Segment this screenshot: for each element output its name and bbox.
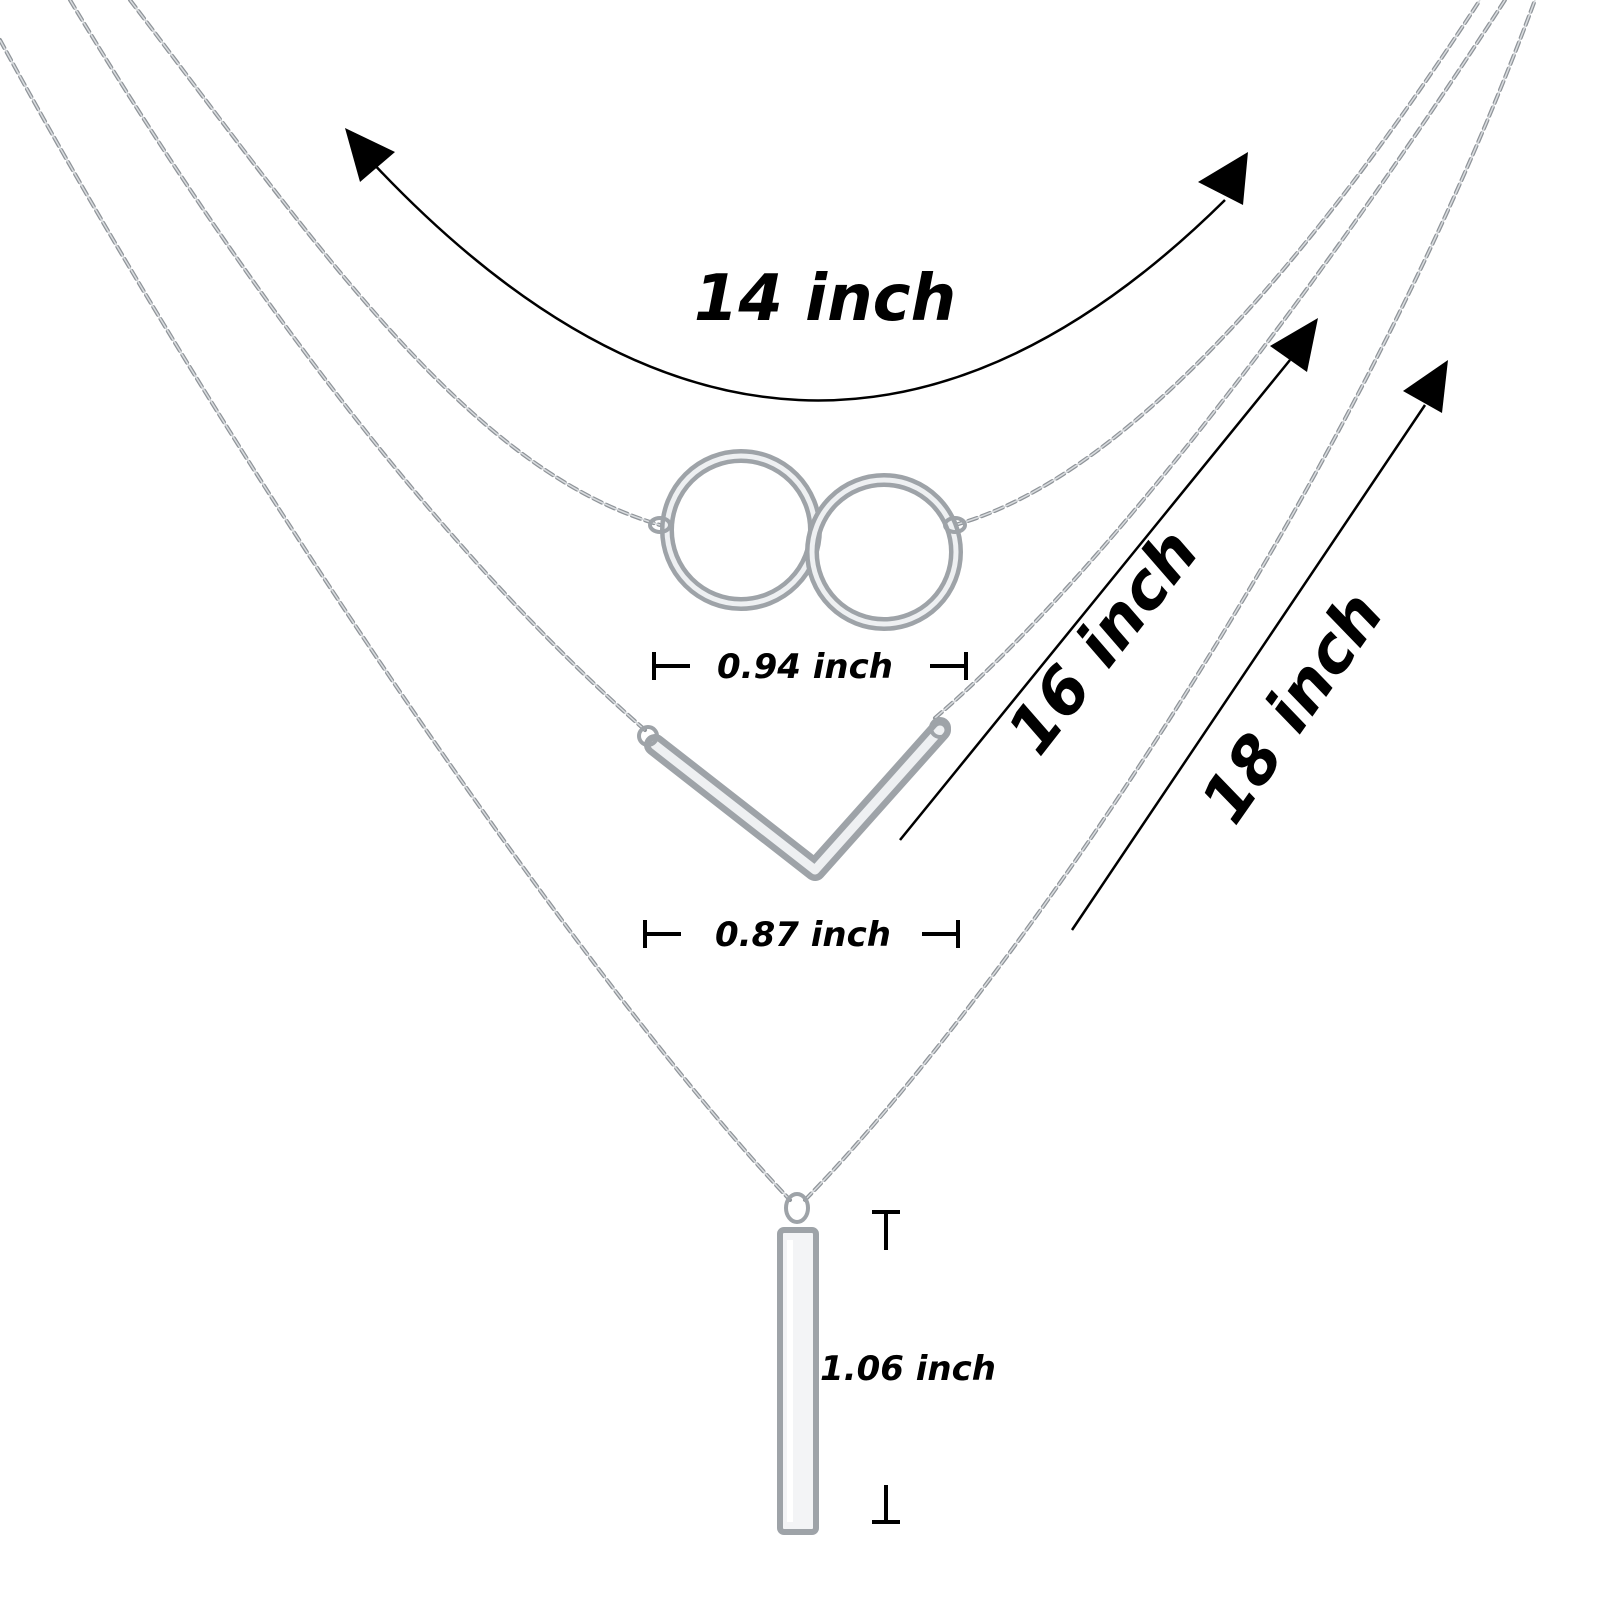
chevron-pendant [637, 717, 951, 881]
pendant-size-label-circles: 0.94 inch [717, 647, 893, 687]
length-label-14: 14 inch [694, 262, 956, 336]
arrow-head-icon [1403, 360, 1448, 413]
length-label-18: 18 inch [1187, 579, 1398, 836]
arrow-head-icon [345, 128, 395, 182]
dimension-1-06-inch: 1.06 inch [820, 1210, 996, 1524]
arrow-head-icon [1270, 318, 1318, 372]
chains [0, 0, 1537, 1202]
dimension-0-87-inch: 0.87 inch [643, 915, 960, 955]
dimension-14-inch: 14 inch [345, 128, 1248, 402]
vertical-bar-pendant [777, 1192, 819, 1535]
double-circle-pendant [648, 449, 967, 631]
dimension-0-94-inch: 0.94 inch [652, 647, 968, 687]
pendant-size-label-chevron: 0.87 inch [715, 915, 891, 955]
arrow-head-icon [1198, 152, 1248, 205]
pendant-size-label-bar: 1.06 inch [820, 1349, 996, 1389]
length-label-16: 16 inch [994, 516, 1214, 768]
chain-16-inch [68, 0, 1507, 732]
